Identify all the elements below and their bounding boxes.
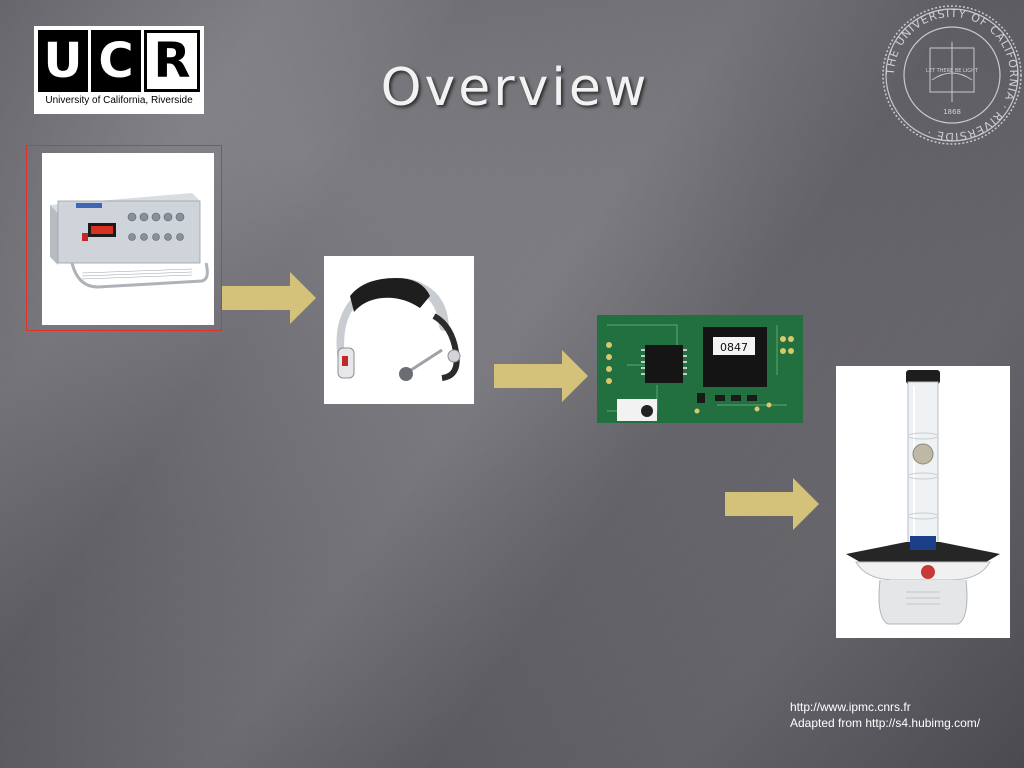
credit-line-2: Adapted from http://s4.hubimg.com/ xyxy=(790,716,981,730)
arrow-right-icon xyxy=(725,478,819,530)
university-seal: THE UNIVERSITY OF CALIFORNIA · RIVERSIDE… xyxy=(882,5,1022,145)
function-generator-frame xyxy=(26,145,222,331)
arrow-right-icon xyxy=(494,350,588,402)
logo-letter-r: R xyxy=(144,30,200,92)
logo-letter-c: C xyxy=(91,30,144,92)
eeg-headset-image xyxy=(324,256,474,404)
ucr-logo: U C R University of California, Riversid… xyxy=(34,26,204,114)
seal-year: 1868 xyxy=(943,108,961,116)
circuit-board-image: 0847 xyxy=(597,315,803,423)
chip-label: 0847 xyxy=(720,341,748,354)
logo-subtitle: University of California, Riverside xyxy=(45,95,193,106)
levitating-ball-toy-image xyxy=(836,366,1010,638)
slide-title: Overview xyxy=(380,58,650,118)
image-credits: http://www.ipmc.cnrs.fr Adapted from htt… xyxy=(790,699,980,731)
logo-letter-u: U xyxy=(38,30,91,92)
arrow-right-icon xyxy=(222,272,316,324)
function-generator-image xyxy=(42,153,214,325)
credit-line-1: http://www.ipmc.cnrs.fr xyxy=(790,700,911,714)
seal-motto: LET THERE BE LIGHT xyxy=(926,68,979,74)
